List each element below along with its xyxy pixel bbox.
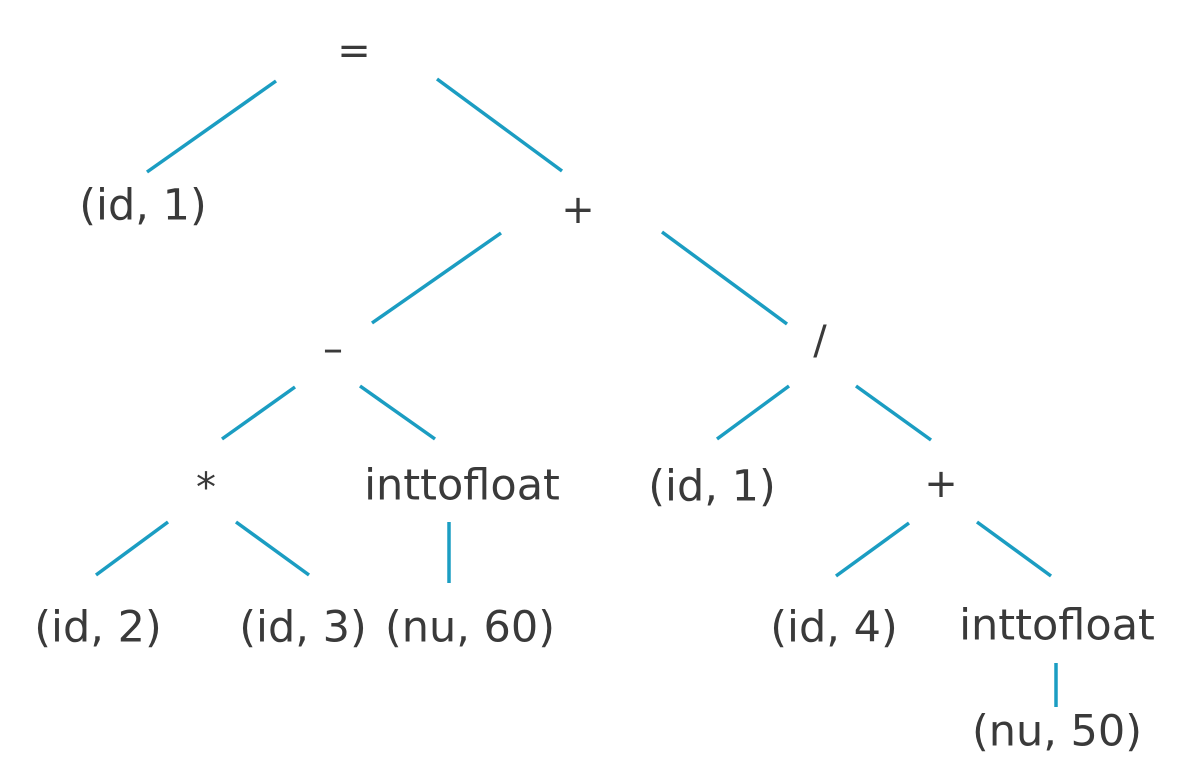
node-id-2: (id, 2) xyxy=(34,603,162,653)
edge-minus-to-times xyxy=(220,385,297,441)
edge-minus-to-inttofloat xyxy=(358,384,437,441)
node-nu-60: (nu, 60) xyxy=(385,603,555,653)
edge-root-to-id1 xyxy=(145,79,278,174)
tree-edges xyxy=(94,77,1058,707)
node-plus-inner: + xyxy=(924,461,958,507)
edge-plus-to-inttofloat xyxy=(975,520,1053,578)
edge-plus-to-minus xyxy=(370,231,503,325)
node-minus: – xyxy=(323,326,343,372)
node-times: * xyxy=(196,465,216,511)
node-divide: / xyxy=(813,318,827,364)
node-id-1-left: (id, 1) xyxy=(79,181,207,231)
edge-divide-to-plus xyxy=(854,384,933,442)
edge-divide-to-id1 xyxy=(715,384,791,441)
edge-root-to-plus xyxy=(435,77,564,173)
node-id-3: (id, 3) xyxy=(239,603,367,653)
edge-plus-to-id4 xyxy=(834,521,911,578)
node-nu-50: (nu, 50) xyxy=(972,707,1142,757)
edge-times-to-id2 xyxy=(94,520,170,577)
edge-times-to-id3 xyxy=(234,520,311,577)
edge-plus-to-divide xyxy=(660,230,789,326)
node-inttofloat-1: inttofloat xyxy=(364,461,560,511)
node-plus-top: + xyxy=(561,187,595,233)
node-id-1-right: (id, 1) xyxy=(648,462,776,512)
node-id-4: (id, 4) xyxy=(770,603,898,653)
node-inttofloat-2: inttofloat xyxy=(959,601,1155,651)
node-assign: = xyxy=(337,28,371,74)
tree-nodes: = (id, 1) + – / * inttofloat (id, 1) + (… xyxy=(34,28,1155,757)
